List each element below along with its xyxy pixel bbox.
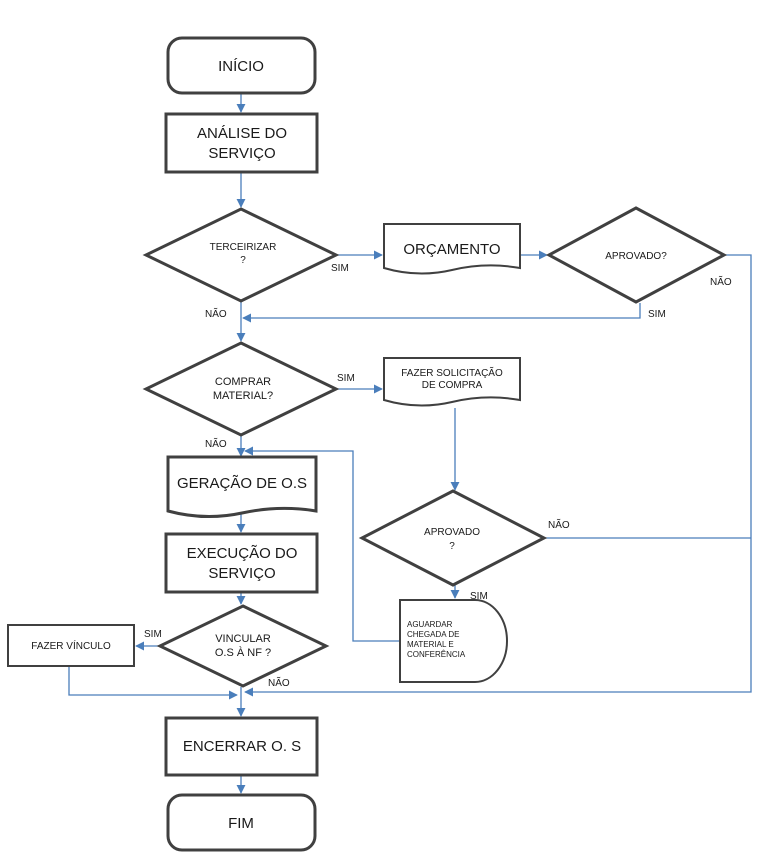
node-geracao: GERAÇÃO DE O.S [166, 455, 318, 519]
document-shape [383, 357, 521, 407]
node-fim-label: FIM [228, 815, 254, 832]
edge-aprovado1-sim [242, 303, 641, 323]
connectors [68, 94, 752, 794]
decision-shape [358, 489, 548, 587]
node-aguardar-label-1: AGUARDAR [407, 620, 453, 629]
label-aprovado2-nao: NÃO [548, 518, 570, 531]
node-vinculo: FAZER VÍNCULO [7, 624, 135, 667]
node-aprovado2-label-1: APROVADO [424, 527, 480, 538]
node-geracao-label: GERAÇÃO DE O.S [177, 475, 307, 492]
label-aprovado1-nao: NÃO [710, 275, 732, 288]
node-comprar-label-1: COMPRAR [215, 376, 271, 388]
node-aguardar-label-3: MATERIAL E [407, 640, 454, 649]
label-vincular-sim: SIM [144, 629, 162, 640]
node-aguardar-label-2: CHEGADA DE [407, 630, 459, 639]
label-comprar-sim: SIM [337, 373, 355, 384]
node-aprovado2-label-2: ? [449, 541, 455, 552]
node-terceirizar-label-1: TERCEIRIZAR [210, 242, 277, 253]
node-terceirizar: TERCEIRIZAR ? [142, 207, 340, 303]
label-terceirizar-sim: SIM [331, 263, 349, 274]
decision-shape [545, 206, 728, 304]
process-shape [164, 716, 319, 777]
node-encerrar: ENCERRAR O. S [164, 716, 319, 777]
document-shape [166, 455, 318, 519]
node-vinculo-label: FAZER VÍNCULO [31, 639, 111, 652]
node-analise-label-2: SERVIÇO [208, 145, 275, 162]
node-comprar: COMPRAR MATERIAL? [142, 341, 340, 437]
edge-aguardar-geracao [244, 446, 400, 642]
node-inicio-label: INÍCIO [218, 58, 264, 75]
process-shape [164, 112, 319, 174]
node-orcamento-label: ORÇAMENTO [403, 241, 500, 258]
terminator-shape [166, 36, 317, 95]
node-orcamento: ORÇAMENTO [383, 223, 521, 275]
node-aprovado1: APROVADO? [545, 206, 728, 304]
node-execucao-label-1: EXECUÇÃO DO [187, 545, 298, 562]
node-aguardar: AGUARDAR CHEGADA DE MATERIAL E CONFERÊNC… [399, 599, 508, 683]
label-terceirizar-nao: NÃO [205, 307, 227, 320]
node-vincular: VINCULAR O.S À NF ? [156, 604, 330, 688]
node-aguardar-label-4: CONFERÊNCIA [407, 650, 466, 659]
node-solicitacao-label-2: DE COMPRA [422, 380, 483, 391]
node-inicio: INÍCIO [166, 36, 317, 95]
node-solicitacao: FAZER SOLICITAÇÃO DE COMPRA [383, 357, 521, 407]
node-execucao: EXECUÇÃO DO SERVIÇO [164, 532, 319, 594]
terminator-shape [166, 793, 317, 852]
node-aprovado1-label: APROVADO? [605, 251, 667, 262]
decision-shape [142, 341, 340, 437]
label-comprar-nao: NÃO [205, 437, 227, 450]
edge-aprovado1-nao [244, 254, 752, 697]
delay-shape [399, 599, 508, 683]
node-solicitacao-label-1: FAZER SOLICITAÇÃO [401, 366, 503, 379]
node-comprar-label-2: MATERIAL? [213, 390, 273, 402]
label-vincular-nao: NÃO [268, 676, 290, 689]
node-analise-label-1: ANÁLISE DO [197, 125, 287, 142]
node-vincular-label-1: VINCULAR [215, 633, 271, 645]
edge-labels: SIM NÃO NÃO SIM SIM NÃO NÃO SIM SIM NÃO [144, 263, 732, 689]
node-aprovado2: APROVADO ? [358, 489, 548, 587]
decision-shape [142, 207, 340, 303]
process-shape [7, 624, 135, 667]
decision-shape [156, 604, 330, 688]
edge-vinculo-encerrar [68, 666, 238, 700]
label-aprovado2-sim: SIM [470, 591, 488, 602]
document-shape [383, 223, 521, 275]
node-terceirizar-label-2: ? [240, 255, 246, 266]
label-aprovado1-sim: SIM [648, 309, 666, 320]
node-execucao-label-2: SERVIÇO [208, 565, 275, 582]
process-shape [164, 532, 319, 594]
node-fim: FIM [166, 793, 317, 852]
node-analise: ANÁLISE DO SERVIÇO [164, 112, 319, 174]
node-vincular-label-2: O.S À NF ? [215, 646, 271, 659]
node-encerrar-label: ENCERRAR O. S [183, 738, 301, 755]
